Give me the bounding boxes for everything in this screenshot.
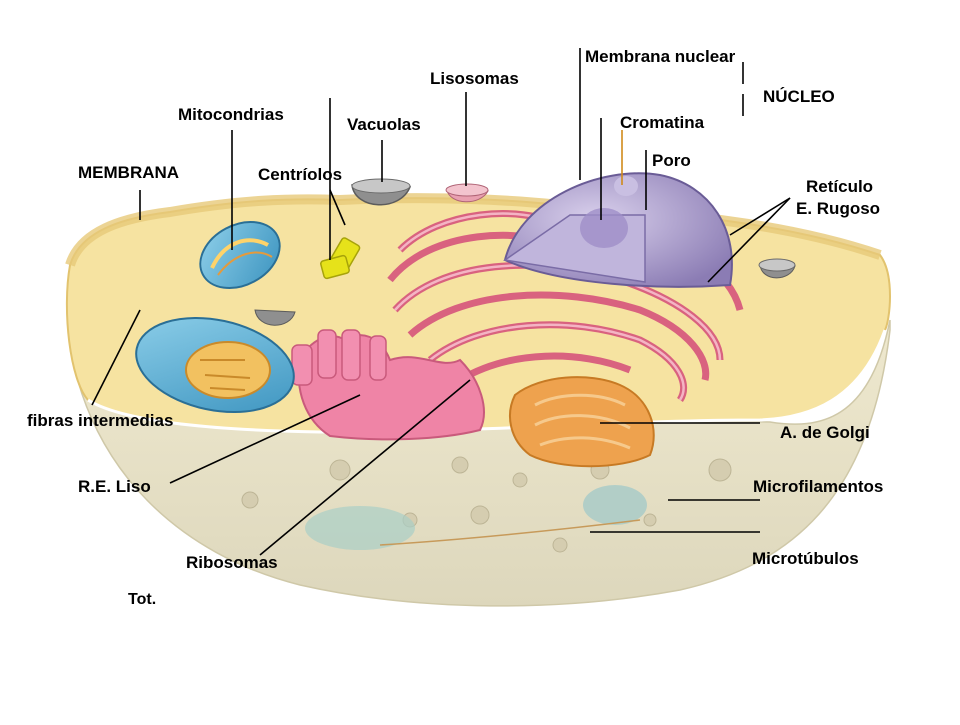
leader-reticulo-b: [707, 197, 791, 283]
label-mitocondrias: Mitocondrias: [178, 105, 284, 124]
label-reticulo-2: E. Rugoso: [796, 199, 880, 218]
label-cromatina: Cromatina: [620, 113, 705, 132]
label-microfilamentos: Microfilamentos: [753, 477, 883, 496]
lower-mitochondrion-2: [583, 485, 647, 525]
lysosome-rim: [445, 183, 489, 197]
label-reticulo-1: Retículo: [806, 177, 873, 196]
nucleus: [503, 172, 733, 288]
leader-fibras: [91, 309, 141, 406]
mitochondrion-upper: [199, 220, 281, 290]
leader-re-liso: [169, 394, 361, 484]
leader-centriolos: [329, 189, 346, 226]
label-fragment: Tot.: [128, 591, 156, 608]
label-microtubulos: Microtúbulos: [752, 549, 859, 568]
vacuole-right-rim: [758, 258, 796, 272]
leader-reticulo-a: [729, 197, 791, 236]
leader-lines: [91, 48, 791, 556]
label-ribosomas: Ribosomas: [186, 553, 278, 572]
leader-ribosomas: [259, 379, 471, 556]
label-nucleo: NÚCLEO: [763, 87, 835, 106]
vacuole-mid: [254, 309, 296, 326]
label-poro: Poro: [652, 151, 691, 170]
vacuole-top-rim: [351, 178, 411, 194]
centrioles: [320, 237, 361, 280]
label-vacuolas: Vacuolas: [347, 115, 421, 134]
label-golgi: A. de Golgi: [780, 423, 870, 442]
label-lisosomas: Lisosomas: [430, 69, 519, 88]
label-re-liso: R.E. Liso: [78, 477, 151, 496]
label-centriolos: Centríolos: [258, 165, 342, 184]
mitochondrion-lower: [135, 316, 295, 414]
lower-mitochondrion-1: [305, 506, 415, 550]
smooth-er-tubes: [291, 329, 387, 386]
label-fibras-intermedias: fibras intermedias: [27, 411, 173, 430]
microtubule-strand: [379, 519, 641, 546]
label-membrana-nuclear: Membrana nuclear: [585, 47, 736, 66]
label-membrana: MEMBRANA: [78, 163, 179, 182]
